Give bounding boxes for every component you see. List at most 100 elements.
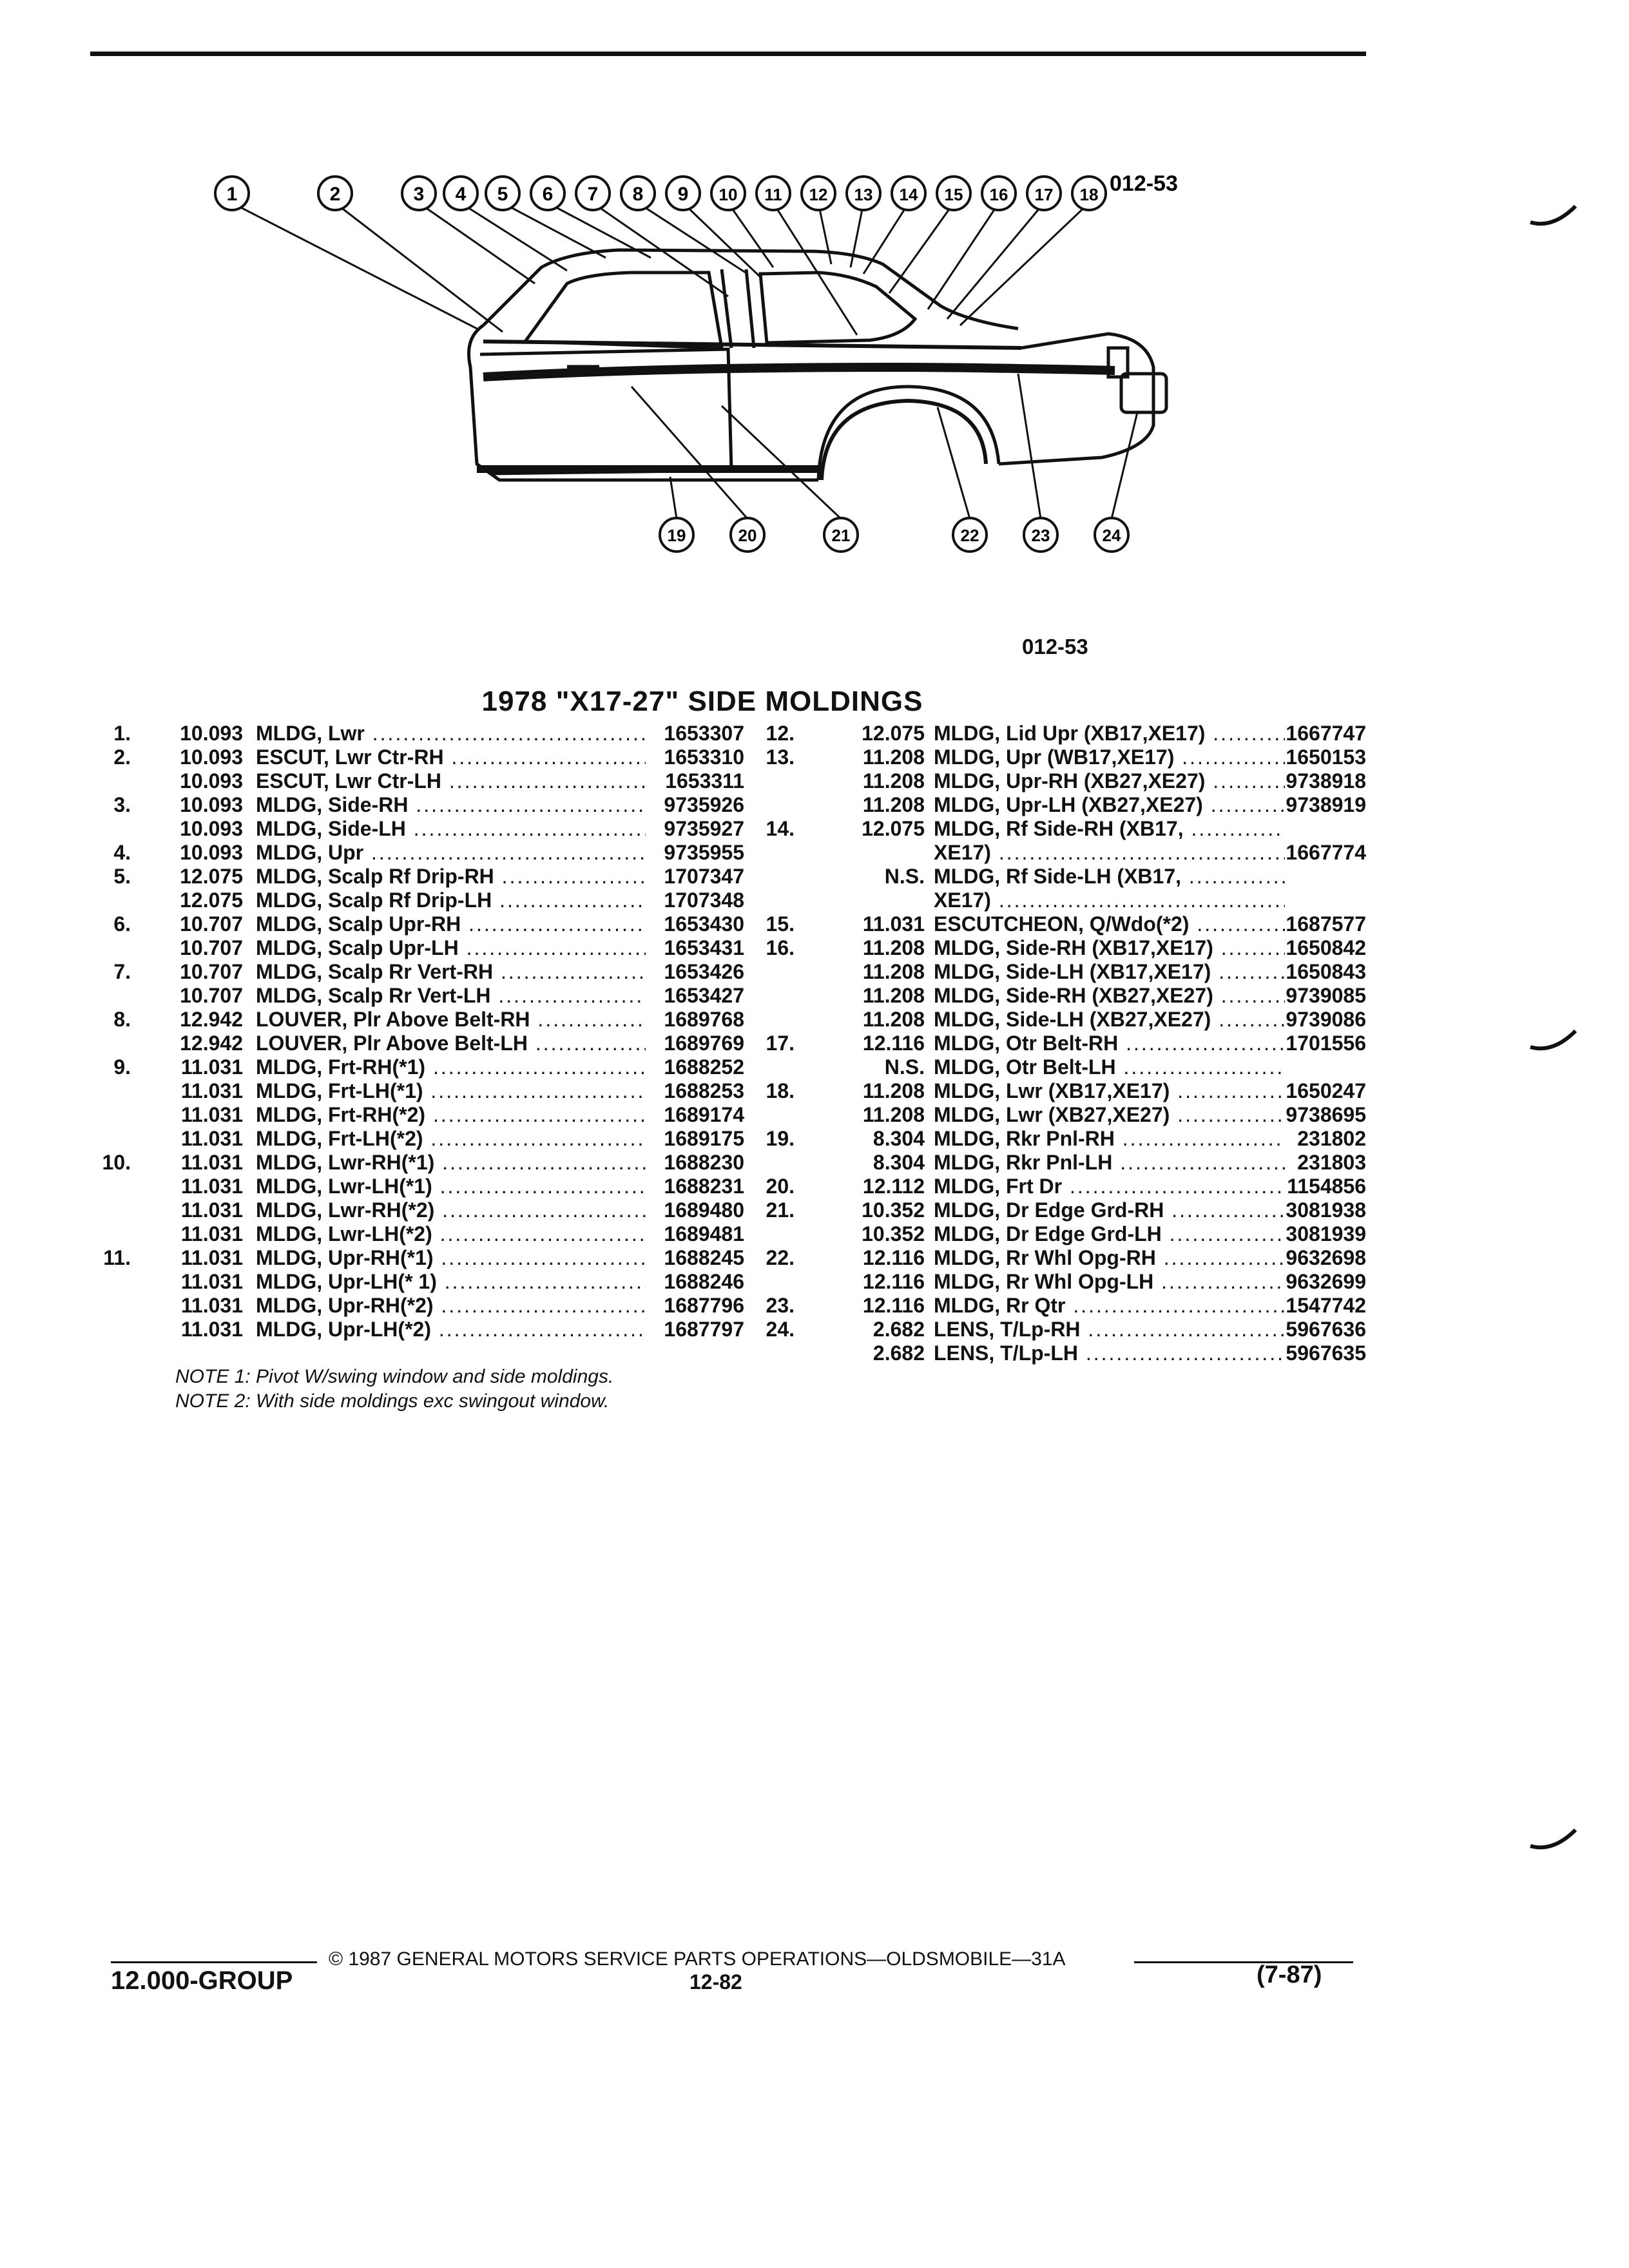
group-number: 11.031 <box>180 1151 243 1174</box>
part-number: 5967636 <box>1286 1318 1366 1341</box>
item-number: 9. <box>113 1055 131 1079</box>
group-number: 12.942 <box>180 1032 243 1055</box>
leader-dots: ........................................… <box>1161 1270 1285 1293</box>
group-number: 11.208 <box>862 984 925 1007</box>
part-description-text: MLDG, Lwr-LH(*2) <box>256 1222 432 1245</box>
part-number: 9738918 <box>1286 769 1366 793</box>
part-description-text: MLDG, Upr-LH(* 1) <box>256 1270 437 1293</box>
part-number: 1707348 <box>664 889 744 912</box>
part-number: 1687577 <box>1286 912 1366 936</box>
part-description: LENS, T/Lp-RH ..........................… <box>934 1318 1285 1341</box>
part-description: ESCUT, Lwr Ctr-LH ......................… <box>256 769 646 793</box>
group-number: 11.208 <box>862 1008 925 1031</box>
leader-dots: ........................................… <box>371 841 646 864</box>
part-description-text: MLDG, Frt Dr <box>934 1175 1063 1198</box>
group-number: 11.208 <box>862 769 925 793</box>
group-number: 10.093 <box>180 817 243 840</box>
leader-dots: ........................................… <box>1177 1103 1285 1126</box>
part-description: MLDG, Lid Upr (XB17,XE17) ..............… <box>934 722 1285 745</box>
group-number: 11.208 <box>862 936 925 959</box>
leader-dots: ........................................… <box>416 793 646 816</box>
part-description: MLDG, Scalp Upr-LH .....................… <box>256 936 646 960</box>
callout-15: 15 <box>936 175 972 211</box>
part-description: MLDG, Lwr (XB27,XE27) ..................… <box>934 1103 1285 1127</box>
part-description-text: XE17) <box>934 841 991 864</box>
part-description: MLDG, Upr-LH (XB27,XE27) ...............… <box>934 793 1285 817</box>
part-description-text: ESCUT, Lwr Ctr-RH <box>256 745 444 769</box>
part-number: 1689768 <box>664 1008 744 1031</box>
part-description: MLDG, Lwr-RH(*2) .......................… <box>256 1198 646 1222</box>
part-description-text: MLDG, Frt-LH(*2) <box>256 1127 423 1150</box>
leader-dots: ........................................… <box>1171 1198 1285 1222</box>
part-description-text: ESCUT, Lwr Ctr-LH <box>256 769 441 793</box>
svg-text:13: 13 <box>854 185 873 204</box>
callout-10: 10 <box>710 175 746 211</box>
part-number: 1688245 <box>664 1246 744 1269</box>
leader-dots: ........................................… <box>1188 865 1285 888</box>
leader-dots: ........................................… <box>1191 817 1285 840</box>
svg-text:20: 20 <box>738 526 757 545</box>
callout-4: 4 <box>443 175 479 211</box>
part-description: MLDG, Lwr-LH(*2) .......................… <box>256 1222 646 1246</box>
leader-dots: ........................................… <box>537 1008 646 1031</box>
svg-text:11: 11 <box>764 185 782 204</box>
leader-dots: ........................................… <box>451 745 646 769</box>
part-number: 1653307 <box>664 722 744 745</box>
group-number: 12.942 <box>180 1008 243 1031</box>
leader-dots: ........................................… <box>998 889 1285 912</box>
group-number: 8.304 <box>872 1151 925 1174</box>
svg-text:8: 8 <box>633 184 644 205</box>
part-description-text: MLDG, Frt-RH(*2) <box>256 1103 426 1126</box>
part-description-text: MLDG, Side-RH <box>256 793 409 816</box>
item-number: 18. <box>766 1079 795 1102</box>
group-number: 11.031 <box>180 1270 243 1293</box>
part-description-text: MLDG, Scalp Rf Drip-RH <box>256 865 494 888</box>
part-description: MLDG, Upr-RH (XB27,XE27) ...............… <box>934 769 1285 793</box>
part-number: 5967635 <box>1286 1341 1366 1365</box>
part-description-text: LOUVER, Plr Above Belt-LH <box>256 1032 528 1055</box>
part-description: MLDG, Side-RH ..........................… <box>256 793 646 817</box>
callout-13: 13 <box>845 175 882 211</box>
item-number: 4. <box>113 841 131 864</box>
part-description-text: MLDG, Scalp Rf Drip-LH <box>256 889 492 912</box>
part-description: MLDG, Scalp Rr Vert-LH .................… <box>256 984 646 1008</box>
part-number: 9632698 <box>1286 1246 1366 1269</box>
part-description-text: MLDG, Rf Side-RH (XB17, <box>934 817 1184 840</box>
leader-dots: ........................................… <box>438 1318 646 1341</box>
part-description-text: MLDG, Upr (WB17,XE17) <box>934 745 1175 769</box>
top-rule <box>90 52 1366 56</box>
part-number: 1653431 <box>664 936 744 959</box>
part-description: MLDG, Upr-RH(*2) .......................… <box>256 1294 646 1318</box>
part-description: XE17) ..................................… <box>934 841 1285 865</box>
part-description: MLDG, Side-LH (XB17,XE17) ..............… <box>934 960 1285 984</box>
group-number: 11.031 <box>180 1318 243 1341</box>
leader-dots: ........................................… <box>432 1055 646 1079</box>
part-number: 9739085 <box>1286 984 1366 1007</box>
group-number: 10.707 <box>180 960 243 983</box>
group-number: 11.031 <box>180 1079 243 1102</box>
leader-dots: ........................................… <box>998 841 1285 864</box>
leader-dots: ........................................… <box>468 912 646 936</box>
svg-text:10: 10 <box>719 185 738 204</box>
leader-dots: ........................................… <box>1120 1151 1285 1174</box>
item-number: 20. <box>766 1175 795 1198</box>
group-number: 12.116 <box>862 1270 925 1293</box>
diagram-code-inline: 012-53 <box>1110 171 1178 196</box>
part-description-text: MLDG, Upr <box>256 841 364 864</box>
callout-14: 14 <box>891 175 927 211</box>
group-number: 11.208 <box>862 960 925 983</box>
part-number: 9735926 <box>664 793 744 816</box>
leader-dots: ........................................… <box>1177 1079 1285 1102</box>
part-number: 9738919 <box>1286 793 1366 816</box>
svg-text:9: 9 <box>678 184 689 205</box>
